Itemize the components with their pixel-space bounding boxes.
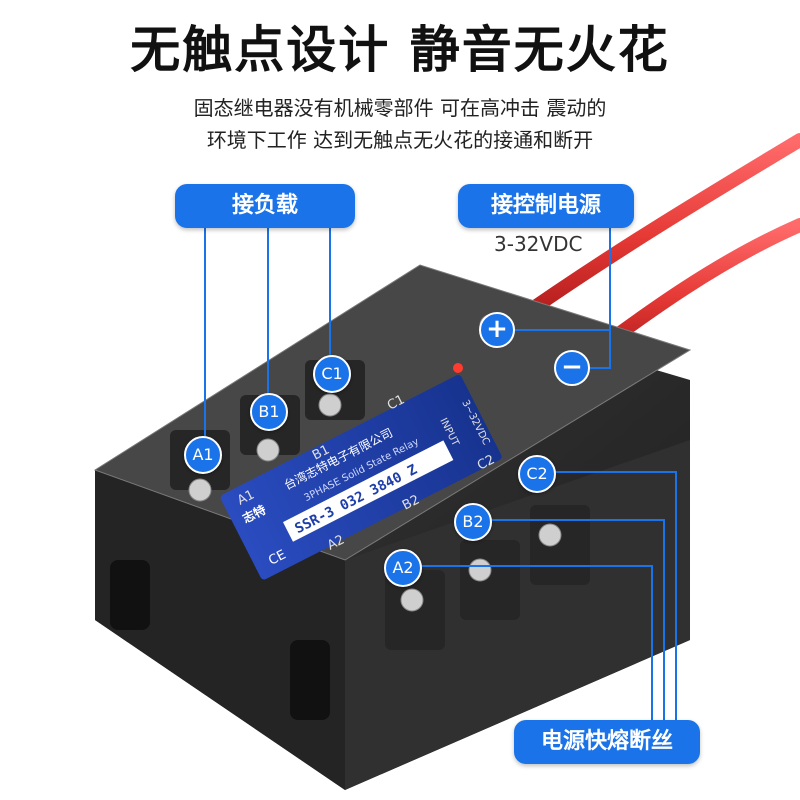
face-c2: C2 bbox=[475, 452, 497, 473]
description-line-1: 固态继电器没有机械零部件 可在高冲击 震动的 bbox=[193, 96, 607, 120]
terminal-b2: B2 bbox=[454, 503, 492, 541]
description-line-2: 环境下工作 达到无触点无火花的接通和断开 bbox=[206, 128, 594, 152]
relay-label: 台湾志特电子有限公司 3PHASE Solid State Relay SSR-… bbox=[220, 374, 502, 580]
label-ce: CE bbox=[266, 547, 288, 568]
terminal-c1: C1 bbox=[313, 355, 351, 393]
load-label: 接负载 bbox=[175, 184, 355, 228]
terminal-c2: C2 bbox=[518, 455, 556, 493]
terminal-a2: A2 bbox=[384, 549, 422, 587]
positive-terminal: + bbox=[479, 312, 515, 348]
terminal-a1: A1 bbox=[184, 436, 222, 474]
face-a2: A2 bbox=[325, 532, 347, 553]
face-c1: C1 bbox=[385, 392, 407, 413]
fuse-label: 电源快熔断丝 bbox=[514, 720, 700, 764]
face-b1: B1 bbox=[310, 442, 332, 463]
headline: 无触点设计 静音无火花 bbox=[130, 21, 670, 79]
negative-terminal: − bbox=[554, 350, 590, 386]
face-b2: B2 bbox=[400, 492, 422, 513]
terminal-b1: B1 bbox=[250, 393, 288, 431]
face-a1: A1 bbox=[235, 487, 257, 508]
voltage-text: 3-32VDC bbox=[494, 232, 583, 256]
relay-body bbox=[93, 264, 692, 790]
control-label: 接控制电源 bbox=[458, 184, 634, 228]
